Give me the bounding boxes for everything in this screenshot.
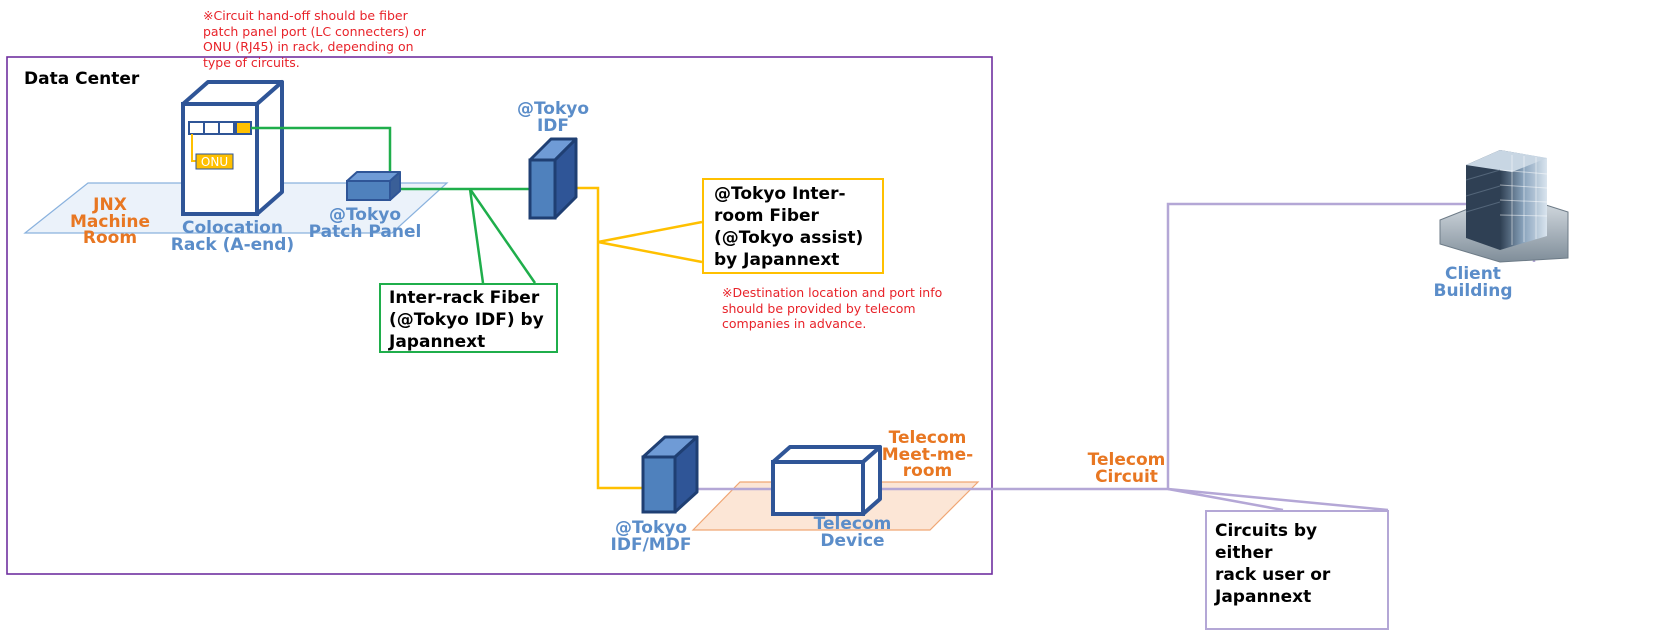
data-center-title: Data Center — [24, 69, 140, 89]
client-building-icon — [1439, 150, 1569, 263]
hand-off-note: ※Circuit hand-off should be fiber patch … — [203, 8, 426, 70]
tokyo-idf-label: @Tokyo IDF — [516, 99, 590, 136]
onu-label: ONU — [201, 155, 228, 169]
circuits-responsibility-box: Circuits by either rack user or Japannex… — [1205, 510, 1389, 630]
telecom-device-label: Telecom Device — [813, 514, 892, 551]
patch-panel-icon — [346, 171, 401, 201]
telecom-circuit-label: Telecom Circuit — [1087, 450, 1166, 487]
colocation-rack-label: Colocation Rack (A-end) — [170, 218, 295, 255]
tokyo-idf-mdf-label: @Tokyo IDF/MDF — [610, 518, 692, 555]
data-center-border — [6, 56, 993, 575]
onu-icon: ONU — [191, 134, 234, 170]
jnx-machine-room-label: JNX Machine Room — [69, 195, 151, 249]
colocation-rack-icon — [181, 80, 284, 216]
meet-me-room-label: Telecom Meet-me- room — [881, 428, 974, 482]
inter-rack-fiber-lines — [251, 126, 537, 284]
client-building-label: Client Building — [1433, 264, 1513, 301]
telecom-device-icon — [771, 445, 882, 516]
tokyo-idf-icon — [528, 137, 578, 220]
tokyo-idf-mdf-icon — [641, 435, 699, 514]
inter-room-fiber-box: @Tokyo Inter- room Fiber (@Tokyo assist)… — [702, 178, 884, 274]
destination-note: ※Destination location and port info shou… — [722, 285, 943, 332]
inter-rack-fiber-box: Inter-rack Fiber (@Tokyo IDF) by Japanne… — [379, 283, 558, 353]
patch-panel-label: @Tokyo Patch Panel — [308, 205, 422, 242]
